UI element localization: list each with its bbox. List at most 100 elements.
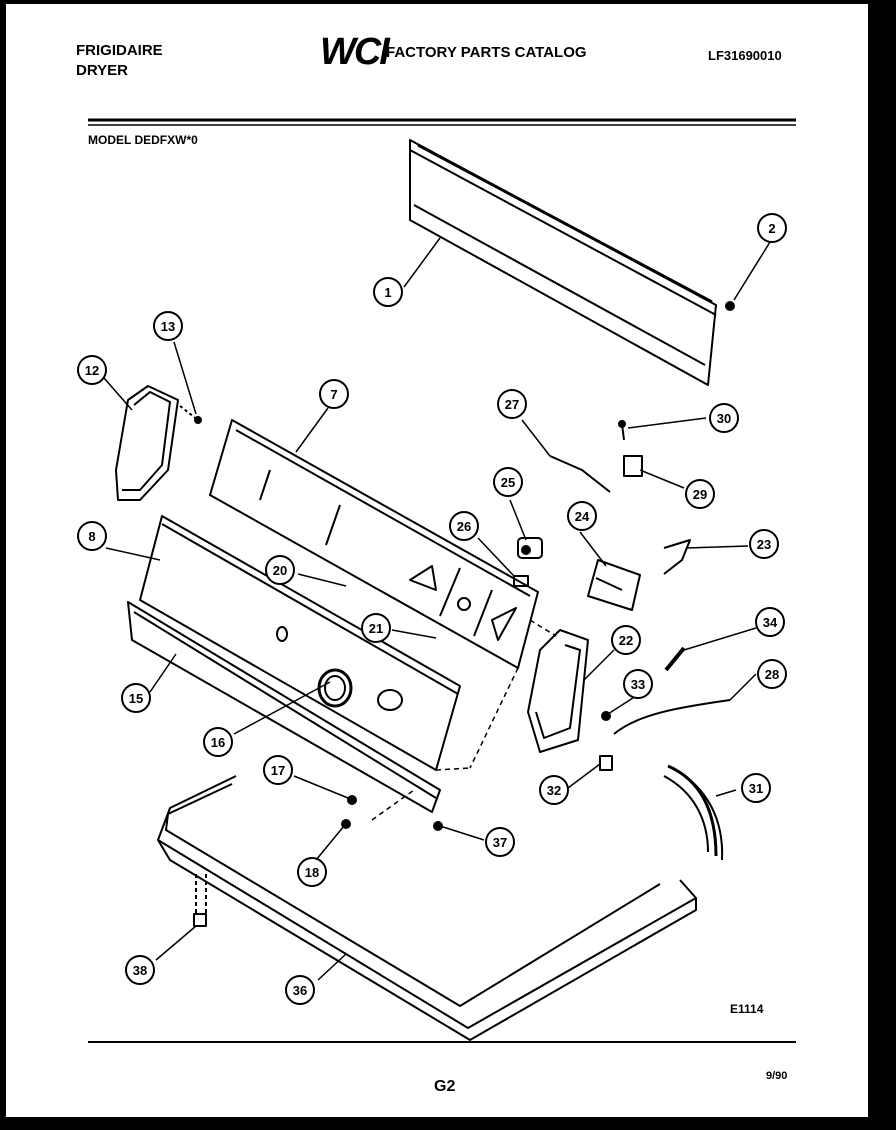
callout-number: 34	[763, 615, 778, 630]
model-label: MODEL DEDFXW*0	[88, 133, 198, 147]
callout-7: 7	[319, 379, 349, 409]
revision-date: 9/90	[766, 1070, 788, 1082]
callout-number: 36	[293, 983, 307, 998]
part-2-screw	[725, 301, 735, 311]
callout-number: 31	[749, 781, 763, 796]
callout-32: 32	[539, 775, 569, 805]
callout-34: 34	[755, 607, 785, 637]
callout-number: 38	[133, 963, 147, 978]
assembly-lines	[371, 619, 557, 821]
callout-number: 13	[161, 319, 175, 334]
leader-lines	[103, 237, 771, 981]
callout-circle	[361, 613, 391, 643]
callout-number: 8	[88, 529, 95, 544]
part-22-end-cap	[527, 629, 589, 753]
callout-number: 22	[619, 633, 633, 648]
callout-25: 25	[493, 467, 523, 497]
callout-circle	[755, 607, 785, 637]
callout-number: 1	[384, 285, 391, 300]
callout-38: 38	[125, 955, 155, 985]
part-36-top	[157, 775, 697, 1041]
callout-number: 12	[85, 363, 99, 378]
callout-circle	[709, 403, 739, 433]
callout-number: 20	[273, 563, 287, 578]
part-8-console-front	[139, 515, 461, 771]
callout-number: 32	[547, 783, 561, 798]
callout-circle	[449, 511, 479, 541]
callout-circle	[265, 555, 295, 585]
callout-13: 13	[153, 311, 183, 341]
callout-28: 28	[757, 659, 787, 689]
product-label: DRYER	[76, 62, 128, 79]
callout-circle	[685, 479, 715, 509]
part-26-clip	[513, 575, 529, 587]
callout-circle	[297, 857, 327, 887]
callout-37: 37	[485, 827, 515, 857]
part-38-leveling-leg	[193, 874, 207, 927]
callout-circle	[125, 955, 155, 985]
callout-29: 29	[685, 479, 715, 509]
document-number: LF31690010	[708, 48, 782, 63]
callout-number: 7	[330, 387, 337, 402]
callout-2: 2	[757, 213, 787, 243]
callout-circle	[77, 521, 107, 551]
part-17-screw	[347, 795, 357, 805]
callout-number: 21	[369, 621, 383, 636]
callout-circle	[77, 355, 107, 385]
callout-26: 26	[449, 511, 479, 541]
part-12-end-cap	[115, 385, 179, 501]
callout-number: 30	[717, 411, 731, 426]
callout-circle	[741, 773, 771, 803]
callout-circle	[263, 755, 293, 785]
callout-circle	[611, 625, 641, 655]
part-34-bracket	[664, 646, 686, 672]
callout-number: 26	[457, 519, 471, 534]
callout-number: 15	[129, 691, 143, 706]
callout-36: 36	[285, 975, 315, 1005]
callout-circle	[485, 827, 515, 857]
part-32-clamp	[599, 755, 613, 771]
callout-number: 27	[505, 397, 519, 412]
part-29-terminal	[623, 455, 643, 477]
part-28-wire	[613, 699, 731, 735]
callout-circle	[497, 389, 527, 419]
callout-group: 1278121315161718202122232425262728293031…	[77, 213, 787, 1005]
callout-number: 37	[493, 835, 507, 850]
callout-circle	[373, 277, 403, 307]
callout-circle	[757, 659, 787, 689]
callout-8: 8	[77, 521, 107, 551]
part-27-wire	[549, 455, 611, 493]
catalog-title: FACTORY PARTS CATALOG	[386, 44, 587, 61]
callout-number: 18	[305, 865, 319, 880]
callout-17: 17	[263, 755, 293, 785]
part-23-harness	[663, 539, 691, 575]
callout-number: 16	[211, 735, 225, 750]
part-31-wire-bundle	[663, 764, 724, 861]
diagram-code: E1114	[730, 1002, 764, 1016]
callout-21: 21	[361, 613, 391, 643]
callout-number: 24	[575, 509, 590, 524]
callout-circle	[153, 311, 183, 341]
part-24-timer	[587, 559, 641, 611]
callout-circle	[203, 727, 233, 757]
callout-number: 2	[768, 221, 775, 236]
callout-number: 29	[693, 487, 707, 502]
callout-circle	[567, 501, 597, 531]
callout-20: 20	[265, 555, 295, 585]
header-rules	[88, 118, 796, 1043]
callout-circle	[749, 529, 779, 559]
callout-number: 25	[501, 475, 515, 490]
part-1-back-panel	[409, 139, 717, 386]
callout-number: 17	[271, 763, 285, 778]
part-16-knob-ring	[317, 668, 353, 708]
callout-16: 16	[203, 727, 233, 757]
callout-23: 23	[749, 529, 779, 559]
part-15-lower-trim	[127, 601, 441, 813]
callout-27: 27	[497, 389, 527, 419]
callout-circle	[121, 683, 151, 713]
callout-24: 24	[567, 501, 597, 531]
callout-circle	[623, 669, 653, 699]
callout-circle	[539, 775, 569, 805]
